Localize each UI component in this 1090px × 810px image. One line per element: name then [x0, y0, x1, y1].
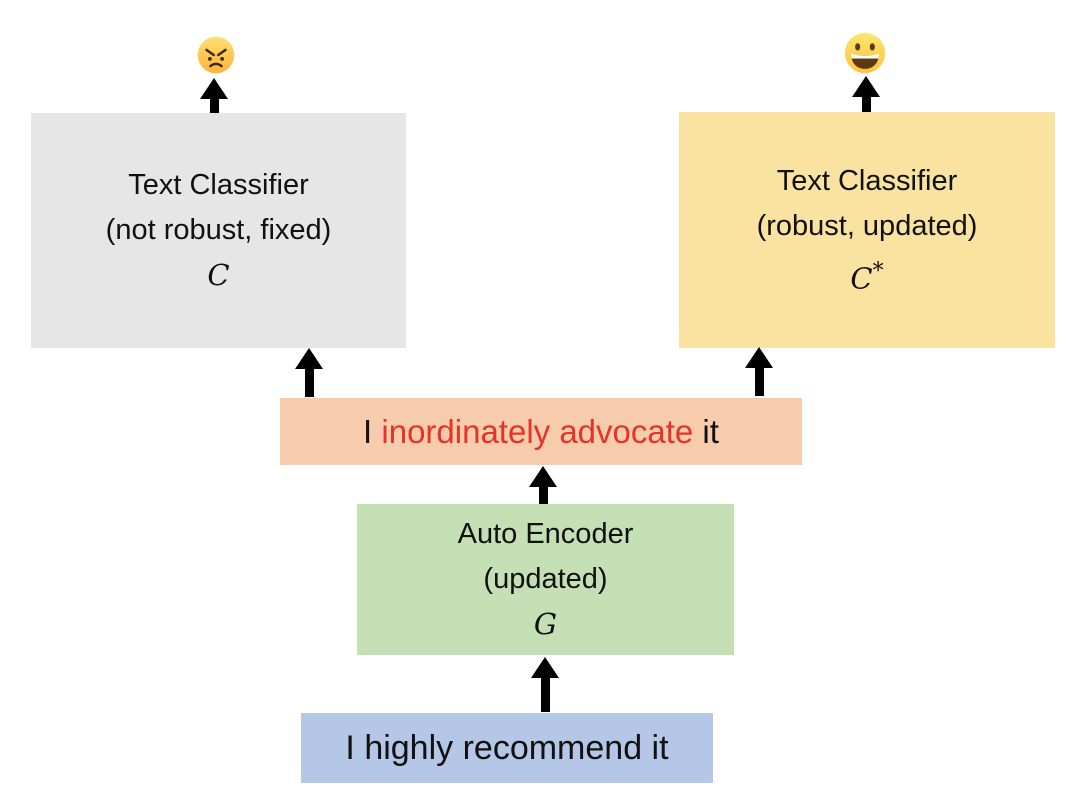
arrow-head	[529, 466, 557, 487]
arrow-head	[745, 347, 773, 368]
classifier-robust-symbol: C*	[850, 249, 883, 302]
autoencoder-title: Auto Encoder	[457, 518, 634, 550]
angry-emoji-icon	[196, 35, 236, 75]
classifier-fixed-attrs: (not robust, fixed)	[105, 214, 332, 246]
arrow-autoencoder-to-adversarial	[529, 466, 557, 504]
arrow-adversarial-to-classifier-robust	[745, 347, 773, 396]
arrow-shaft	[754, 368, 764, 396]
classifier-fixed-title: Text Classifier	[128, 169, 309, 201]
grinning-emoji-icon	[843, 31, 887, 75]
arrow-classifier-robust-to-grinning-emoji	[852, 76, 880, 112]
classifier-robust-attrs: (robust, updated)	[756, 209, 978, 242]
arrow-shaft	[304, 369, 314, 397]
arrow-head	[852, 76, 880, 97]
adversarial-text-highlight: inordinately advocate	[381, 412, 694, 450]
autoencoder-attrs: (updated)	[483, 563, 608, 595]
asterisk-superscript: *	[872, 258, 884, 284]
arrow-head	[531, 657, 559, 678]
arrow-head	[295, 348, 323, 369]
script-c-symbol: C	[207, 258, 230, 292]
arrow-input-to-autoencoder	[531, 657, 559, 712]
arrow-shaft	[538, 487, 548, 504]
arrow-shaft	[861, 97, 871, 112]
classifier-fixed-symbol: C	[207, 253, 229, 298]
classifier-robust-box: Text Classifier (robust, updated) C*	[679, 112, 1055, 348]
adversarial-text-prefix: I	[363, 412, 382, 450]
arrow-head	[200, 78, 228, 99]
arrow-shaft	[209, 99, 219, 113]
autoencoder-box: Auto Encoder (updated) G	[357, 504, 734, 655]
script-c-star-symbol: C	[850, 261, 873, 296]
arrow-classifier-fixed-to-angry-emoji	[200, 78, 228, 113]
adversarial-text-box: I inordinately advocate it	[280, 398, 802, 465]
adversarial-text-suffix: it	[693, 412, 719, 450]
script-g-symbol: G	[533, 607, 558, 641]
input-text: I highly recommend it	[345, 728, 669, 767]
classifier-fixed-box: Text Classifier (not robust, fixed) C	[31, 113, 406, 348]
arrow-shaft	[540, 678, 550, 712]
classifier-robust-title: Text Classifier	[776, 164, 958, 197]
autoencoder-symbol: G	[534, 602, 557, 647]
arrow-adversarial-to-classifier-fixed	[295, 348, 323, 397]
input-text-box: I highly recommend it	[301, 713, 713, 783]
